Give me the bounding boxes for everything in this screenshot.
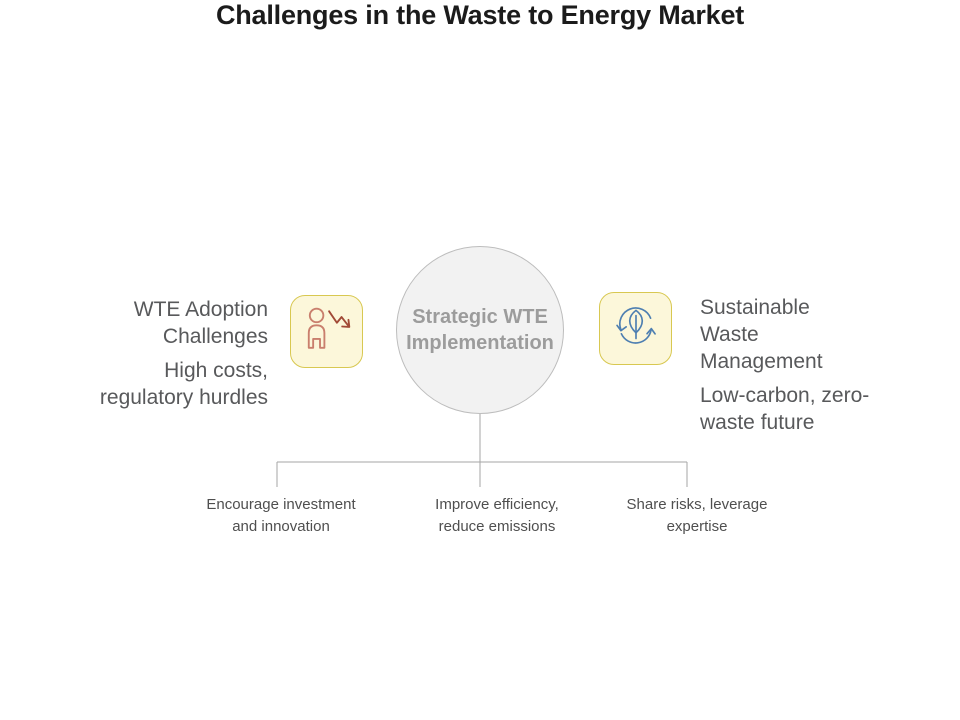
leaf-recycle-icon [611, 301, 661, 356]
left-node-heading: WTE Adoption Challenges [133, 298, 268, 348]
page-title: Challenges in the Waste to Energy Market [215, 0, 745, 30]
left-node-text: WTE Adoption Challenges High costs, regu… [38, 296, 268, 411]
center-node-label: Strategic WTE Implementation [406, 306, 554, 354]
person-decline-icon [302, 304, 352, 359]
right-node-subtext: Low-carbon, zero- waste future [700, 384, 870, 434]
center-node-strategic-wte: Strategic WTE Implementation [396, 246, 564, 414]
branch-label-efficiency: Improve efficiency, reduce emissions [435, 496, 559, 535]
left-icon-card [290, 295, 363, 368]
right-icon-card [599, 292, 672, 365]
branch-label-risks: Share risks, leverage expertise [626, 496, 768, 535]
right-node-heading: Sustainable Waste Management [700, 296, 823, 373]
branch-label-investment: Encourage investment and innovation [206, 496, 356, 535]
right-node-text: Sustainable Waste Management Low-carbon,… [700, 294, 910, 436]
left-node-subtext: High costs, regulatory hurdles [99, 359, 268, 409]
